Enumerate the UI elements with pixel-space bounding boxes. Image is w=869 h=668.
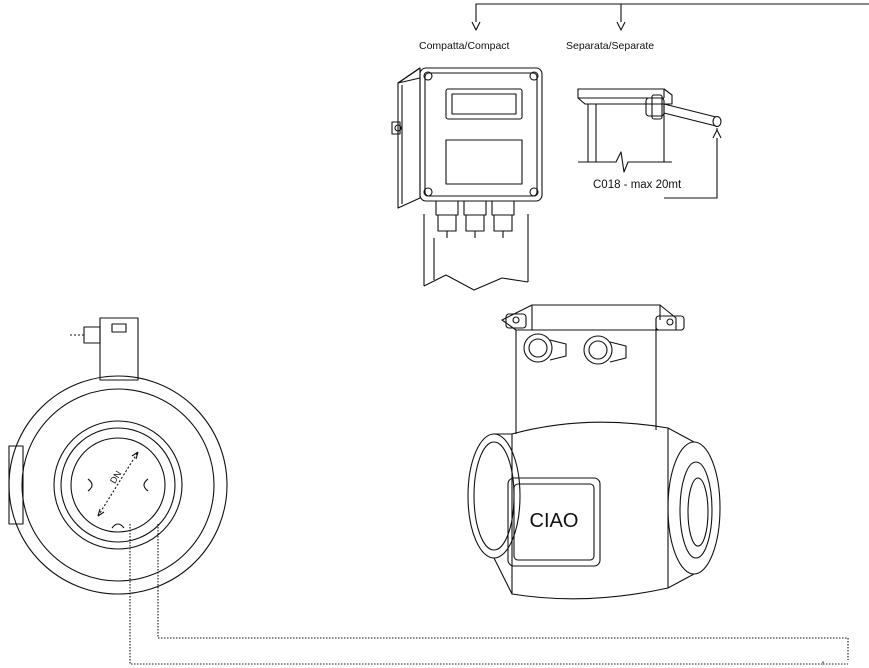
- separate-label: Separata/Separate: [566, 40, 655, 52]
- top-selection-bracket: [471, 3, 869, 31]
- logo-text: CIAO: [530, 510, 579, 532]
- separate-converter-icon: [577, 88, 722, 199]
- cross-section-view: [8, 317, 849, 665]
- compact-label: Compatta/Compact: [419, 40, 510, 52]
- flowmeter-body-icon: CIAO: [467, 304, 721, 600]
- compact-converter-icon: [391, 67, 543, 291]
- cable-label: C018 - max 20mt: [593, 179, 682, 191]
